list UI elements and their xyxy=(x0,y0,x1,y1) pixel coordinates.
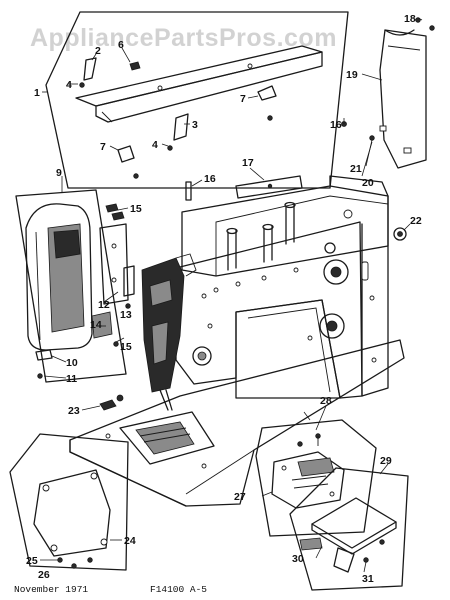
callout-label: 22 xyxy=(410,215,422,227)
callout-label: 7 xyxy=(100,141,106,153)
callout-label: 4 xyxy=(66,79,72,91)
callout-label: 26 xyxy=(38,569,50,581)
callout-label: 21 xyxy=(350,163,362,175)
callout-label: 9 xyxy=(56,167,62,179)
slide-plate-group xyxy=(289,467,409,591)
machine-head xyxy=(141,175,389,411)
callout-label: 2 xyxy=(95,45,101,57)
callout-label: 24 xyxy=(124,535,136,547)
callout-label: 23 xyxy=(68,405,80,417)
callout-label: 1 xyxy=(34,87,40,99)
bottom-plate-group xyxy=(9,433,129,571)
callout-label: 4 xyxy=(152,139,158,151)
callout-label: 6 xyxy=(118,39,124,51)
callout-label: 10 xyxy=(66,357,78,369)
callout-label: 31 xyxy=(362,573,374,585)
callout-label: 30 xyxy=(292,553,304,565)
callout-label: 25 xyxy=(26,555,38,567)
face-cover-group xyxy=(15,189,135,383)
leader-lines xyxy=(40,17,423,573)
callout-label: 16 xyxy=(204,173,216,185)
callout-label: 18 xyxy=(404,13,416,25)
knob-22 xyxy=(393,227,407,241)
side-cover-group xyxy=(341,17,435,169)
callout-label: 20 xyxy=(362,177,374,189)
callout-label: 14 xyxy=(90,319,102,331)
callout-label: 15 xyxy=(130,203,142,215)
callout-label: 17 xyxy=(242,157,254,169)
callout-label: 11 xyxy=(66,373,77,385)
callout-label: 28 xyxy=(320,395,332,407)
callouts: 1 2 3 4 4 6 7 7 9 10 11 12 13 14 15 15 1… xyxy=(26,13,422,585)
watermark-text: AppliancePartsPros.com xyxy=(30,24,337,52)
machine-bed xyxy=(69,339,405,507)
plate-17-group xyxy=(185,175,303,201)
footer-date: November 1971 xyxy=(14,584,88,595)
callout-label: 16 xyxy=(330,119,342,131)
callout-label: 3 xyxy=(192,119,198,131)
footer-code: F14100 A-5 xyxy=(150,584,207,595)
callout-label: 12 xyxy=(98,299,110,311)
throat-plate-group xyxy=(255,419,377,537)
callout-label: 29 xyxy=(380,455,392,467)
callout-label: 7 xyxy=(240,93,246,105)
callout-label: 19 xyxy=(346,69,358,81)
callout-label: 27 xyxy=(234,491,246,503)
callout-label: 13 xyxy=(120,309,132,321)
callout-label: 15 xyxy=(120,341,132,353)
